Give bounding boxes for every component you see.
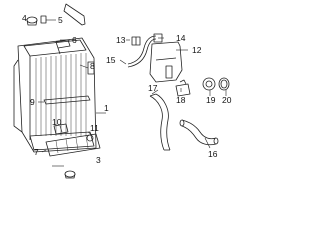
- thermostat-housing-drawing: [175, 79, 191, 97]
- lower-hose-drawing: [179, 119, 219, 146]
- callout-2: 12: [192, 45, 202, 55]
- callout-14: 14: [176, 33, 186, 43]
- callout-19: 19: [206, 95, 216, 105]
- upper-mount-drawing: [55, 39, 71, 55]
- radiator-drawing: [13, 37, 97, 153]
- clip-drawing: [131, 36, 141, 46]
- callout-4: 4: [22, 13, 27, 23]
- leader-lines: [38, 19, 227, 167]
- thermostat-drawing: [202, 77, 216, 91]
- callout-18: 18: [176, 95, 186, 105]
- callout-15: 15: [106, 55, 116, 65]
- callout-10: 10: [52, 117, 62, 127]
- callout-1: 1: [104, 103, 109, 113]
- upper-seal-drawing: [63, 3, 86, 26]
- diagram-drawing: [13, 3, 230, 179]
- callout-8: 8: [90, 61, 95, 71]
- upper-hose-drawing: [149, 93, 171, 151]
- callout-3: 3: [96, 155, 101, 165]
- callout-11: 11: [90, 123, 99, 133]
- radiator-cap-drawing: [26, 16, 38, 26]
- callout-5: 5: [58, 15, 63, 25]
- lower-seal-drawing: [45, 133, 101, 157]
- side-bracket-drawing: [87, 61, 95, 75]
- callout-9: 9: [30, 97, 35, 107]
- reservoir-drawing: [149, 41, 183, 83]
- callout-17: 17: [148, 83, 158, 93]
- callout-20: 20: [222, 95, 232, 105]
- drain-plug-drawing: [64, 170, 76, 179]
- support-bar-drawing: [43, 95, 91, 105]
- reservoir-hose-drawing: [127, 35, 157, 68]
- bracket-drawing: [40, 15, 47, 24]
- callout-7: 7: [34, 147, 39, 157]
- reservoir-cap-drawing: [153, 33, 163, 43]
- parts-diagram: 1 12 3 4 5 6 7 8 9 10 11 13 15 14 17 18 …: [13, 3, 232, 179]
- callout-13: 13: [116, 35, 126, 45]
- gasket-drawing: [218, 77, 230, 91]
- callout-16: 16: [208, 149, 218, 159]
- callout-6: 6: [72, 35, 77, 45]
